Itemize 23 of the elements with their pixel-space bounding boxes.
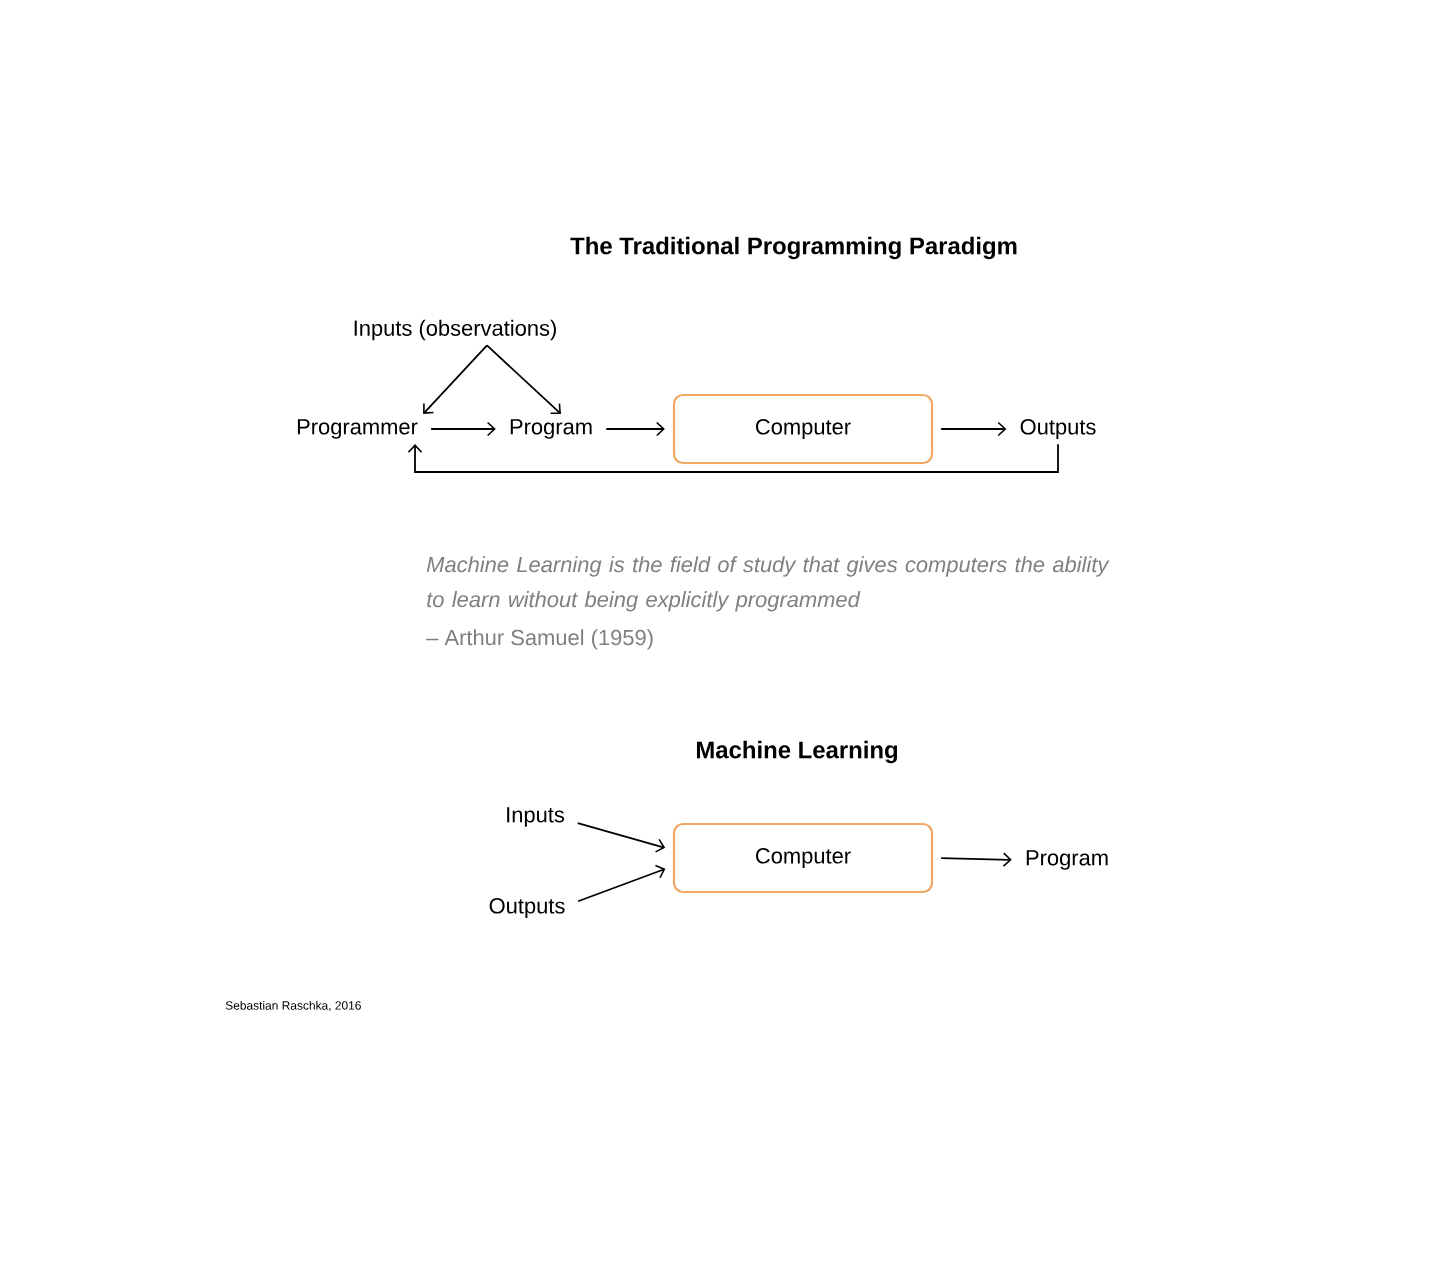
node-label: Inputs (observations) bbox=[354, 319, 556, 341]
arrow bbox=[576, 822, 666, 853]
arrow bbox=[605, 421, 665, 437]
node-label: Inputs bbox=[507, 807, 565, 827]
arrow bbox=[940, 852, 1012, 867]
arrow bbox=[577, 864, 666, 903]
arrow bbox=[940, 421, 1007, 437]
node-label: Program bbox=[510, 419, 592, 439]
node-label: Program bbox=[1026, 850, 1108, 870]
arrow bbox=[486, 344, 561, 414]
node-label: Outputs bbox=[1020, 419, 1096, 439]
quote-text: Machine Learning is the field of study that gives computers the ability to learn without being explicitly programmed bbox=[426, 556, 1110, 612]
credit-text: Sebastian Raschka, 2016 bbox=[225, 1000, 361, 1012]
process-box: Computer bbox=[672, 393, 934, 465]
arrow bbox=[407, 443, 1059, 473]
diagram-title: The Traditional Programming Paradigm bbox=[570, 236, 1017, 260]
node-label: Programmer bbox=[297, 419, 418, 439]
arrow bbox=[423, 344, 488, 414]
arrow bbox=[430, 421, 496, 437]
quote-author: – Arthur Samuel (1959) bbox=[426, 629, 653, 650]
node-label: Outputs bbox=[489, 898, 565, 918]
section-heading: Machine Learning bbox=[696, 740, 898, 764]
process-box: Computer bbox=[672, 822, 934, 894]
